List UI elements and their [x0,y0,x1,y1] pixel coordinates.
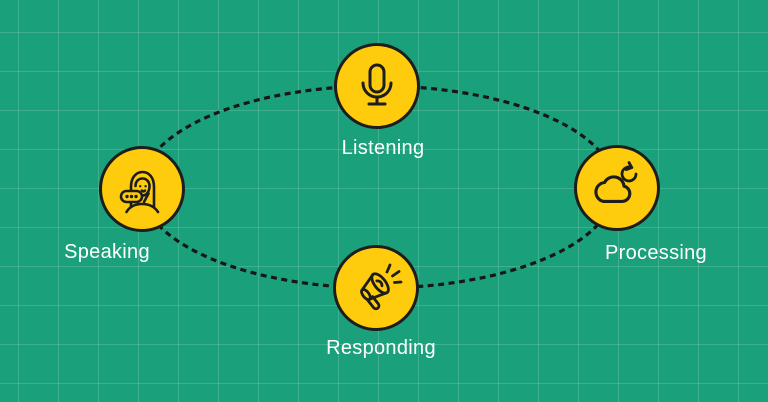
label-speaking: Speaking [64,241,150,263]
cloud-sync-icon [594,161,638,203]
node-processing [574,145,660,231]
label-processing: Processing [605,242,707,264]
label-responding: Responding [326,337,436,359]
node-listening [334,43,420,129]
node-speaking [99,146,185,232]
speaking-person-icon [119,170,160,214]
megaphone-icon [360,263,403,311]
label-listening: Listening [341,137,425,159]
node-responding [333,245,419,331]
microphone-icon [361,63,393,106]
